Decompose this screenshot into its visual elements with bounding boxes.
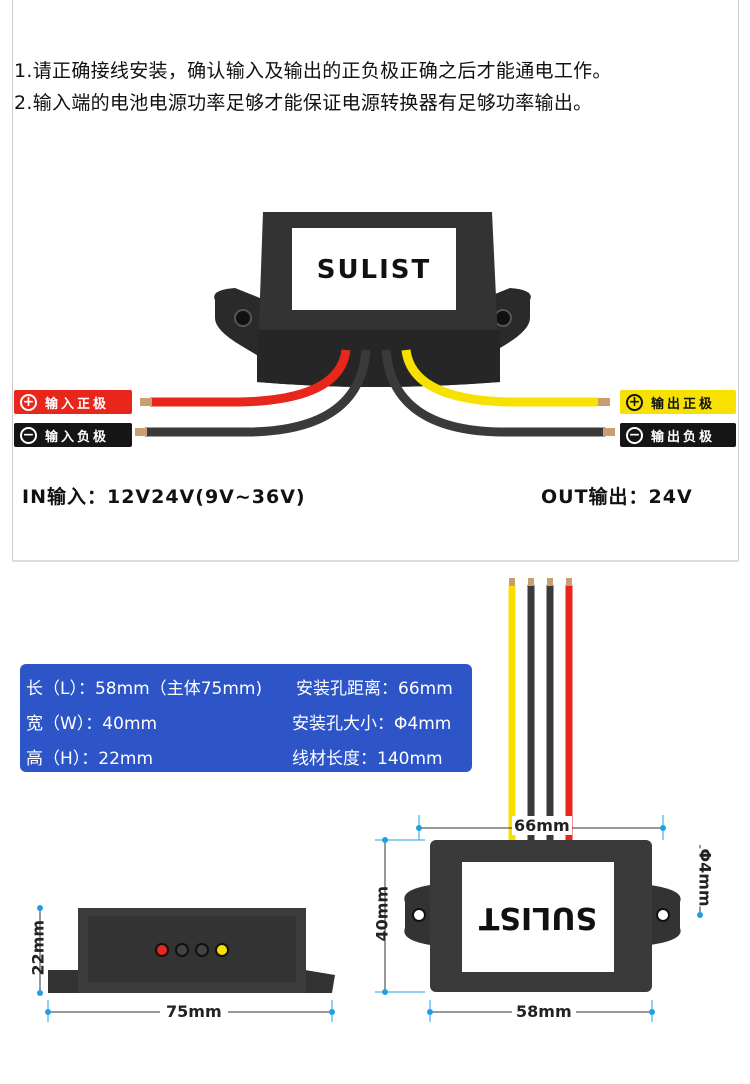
instruction-note-1: 1.请正确接线安装，确认输入及输出的正负极正确之后才能通电工作。 (14, 60, 612, 82)
dim-side-length: 75mm (160, 1002, 228, 1021)
section-divider (12, 560, 739, 562)
dim-hole-diameter: Φ4mm (695, 848, 715, 907)
top-left-hole (412, 908, 426, 922)
top-view-brand: SULIST (478, 900, 597, 935)
minus-icon: − (20, 426, 37, 444)
plus-icon: + (20, 393, 37, 411)
dim-hole-spacing: 66mm (512, 816, 572, 835)
wire-red (150, 349, 351, 407)
top-view-label (462, 862, 614, 972)
spec-hole-size: 安装孔大小：Φ4mm (292, 714, 452, 734)
plus-icon: + (626, 393, 643, 411)
output-negative-label: − 输出负极 (620, 423, 736, 447)
dim-body-length: 58mm (512, 1002, 576, 1021)
dim-top-height: 40mm (372, 885, 392, 942)
wire-black-out (381, 349, 605, 437)
side-red-terminal (155, 943, 169, 957)
spec-width: 宽（W）：40mm (26, 714, 158, 734)
side-yellow-terminal (215, 943, 229, 957)
minus-icon: − (626, 426, 643, 444)
spec-height: 高（H）：22mm (26, 749, 154, 769)
wire-black-in (145, 349, 371, 437)
spec-wire-length: 线材长度：140mm (292, 749, 443, 769)
spec-length: 长（L）：58mm（主体75mm) (26, 679, 263, 699)
input-negative-label: − 输入负极 (14, 423, 132, 447)
brand-label (292, 228, 456, 310)
input-voltage-spec: IN输入：12V24V(9V~36V) (22, 486, 306, 508)
input-positive-label: + 输入正极 (14, 390, 132, 414)
instruction-note-2: 2.输入端的电池电源功率足够才能保证电源转换器有足够功率输出。 (14, 92, 593, 114)
output-positive-label: + 输出正极 (620, 390, 736, 414)
top-right-hole (656, 908, 670, 922)
left-mount-hole (234, 309, 252, 327)
specifications-panel: 长（L）：58mm（主体75mm) 宽（W）：40mm 高（H）：22mm 安装… (20, 664, 472, 772)
frame-right-border (738, 0, 739, 560)
spec-hole-distance: 安装孔距离：66mm (296, 679, 453, 699)
frame-left-border (12, 0, 13, 560)
output-voltage-spec: OUT输出：24V (541, 486, 693, 508)
brand-text: SULIST (317, 255, 432, 285)
wire-yellow (401, 349, 598, 407)
product-illustration-top: SULIST (135, 212, 615, 437)
dim-side-height: 22mm (28, 919, 48, 976)
